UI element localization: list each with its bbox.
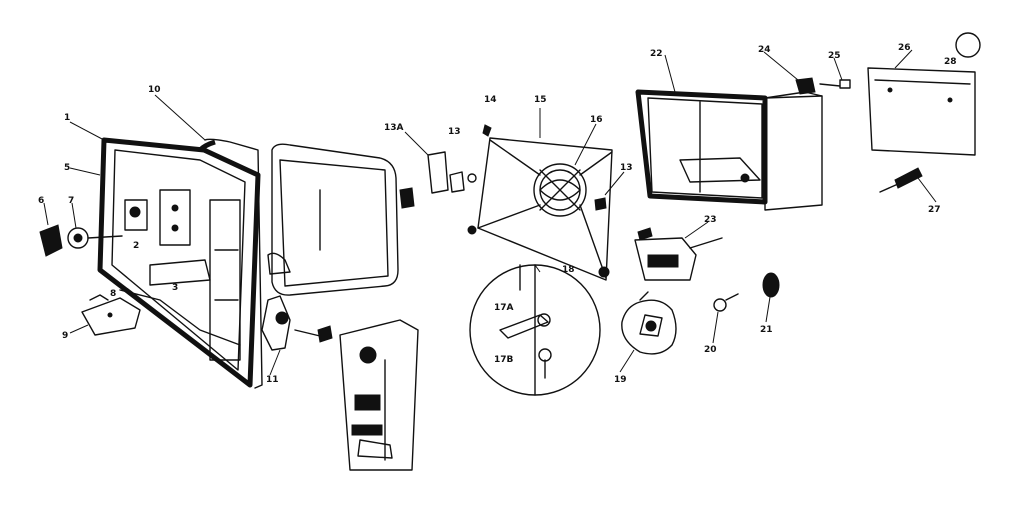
bottom-bracket [81, 294, 141, 336]
label-26: 26 [898, 43, 911, 53]
safety-glass [198, 138, 263, 389]
control-knob [39, 224, 123, 257]
label-27: 27 [928, 205, 941, 215]
tuner-assembly [261, 295, 333, 351]
label-28: 28 [944, 57, 957, 67]
label-15: 15 [534, 95, 547, 105]
deflection-yoke [467, 137, 613, 281]
detail-circle [469, 264, 601, 396]
part-labels: 1 10 5 6 7 2 3 8 9 11 13A 14 13 15 16 13… [38, 43, 957, 385]
label-13-right: 13 [620, 163, 633, 173]
label-25: 25 [828, 51, 841, 61]
label-23: 23 [704, 215, 717, 225]
label-10: 10 [148, 85, 161, 95]
label-1: 1 [64, 113, 70, 123]
label-22: 22 [650, 49, 663, 59]
label-11: 11 [266, 375, 279, 385]
label-21: 21 [760, 325, 773, 335]
label-9: 9 [62, 331, 68, 341]
label-24: 24 [758, 45, 771, 55]
label-14: 14 [484, 95, 497, 105]
label-6: 6 [38, 196, 44, 206]
label-5: 5 [64, 163, 70, 173]
part-20-21 [713, 272, 780, 312]
label-3: 3 [172, 283, 178, 293]
label-13A: 13A [384, 123, 404, 133]
label-17A: 17A [494, 303, 514, 313]
cabinet [635, 89, 823, 211]
parts-24-25 [795, 77, 851, 95]
label-2: 2 [133, 241, 139, 251]
back-cover [867, 32, 981, 193]
label-8: 8 [110, 289, 116, 299]
circuit-board-23 [634, 227, 723, 281]
label-19: 19 [614, 375, 627, 385]
chassis-board [339, 319, 419, 471]
leader-lines [43, 49, 937, 376]
label-20: 20 [704, 345, 717, 355]
picture-tube [267, 143, 415, 296]
label-16: 16 [590, 115, 603, 125]
label-18: 18 [562, 265, 575, 275]
label-7: 7 [68, 196, 74, 206]
label-13: 13 [448, 127, 461, 137]
small-plate-13a [427, 124, 492, 194]
speaker [621, 291, 677, 355]
label-17B: 17B [494, 355, 514, 365]
front-bezel [97, 137, 261, 388]
